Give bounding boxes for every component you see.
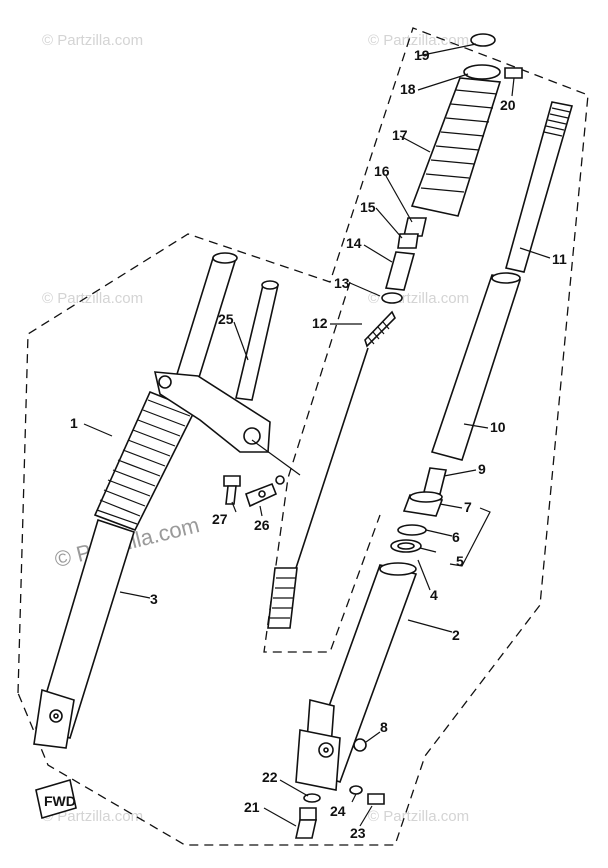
callout-5: 5 — [456, 553, 464, 569]
callout-19: 19 — [414, 47, 430, 63]
ring-6 — [397, 524, 427, 536]
spacer-tube-10 — [430, 272, 522, 461]
callout-11: 11 — [552, 251, 567, 267]
collar-15 — [397, 233, 419, 249]
fwd-label: FWD — [44, 793, 76, 809]
callout-21: 21 — [244, 799, 260, 815]
watermark: © Partzilla.com — [42, 290, 144, 307]
callout-23: 23 — [350, 825, 366, 841]
left-fork-dashed-outline — [17, 27, 589, 846]
screw-23 — [367, 793, 385, 805]
damper-rod — [295, 347, 369, 569]
damper-lower-spring — [267, 567, 298, 629]
callout-16: 16 — [374, 163, 390, 179]
callout-20: 20 — [500, 97, 516, 113]
callout-18: 18 — [400, 81, 416, 97]
lock-washer — [244, 482, 278, 508]
seal-4 — [390, 539, 422, 553]
callout-17: 17 — [392, 127, 408, 143]
callout-25: 25 — [218, 311, 234, 327]
callout-22: 22 — [262, 769, 278, 785]
callout-9: 9 — [478, 461, 486, 477]
watermark: © Partzilla.com — [42, 808, 144, 825]
drain-screw-8 — [353, 738, 367, 752]
callout-3: 3 — [150, 591, 158, 607]
inner-tube-11 — [505, 101, 574, 273]
watermark: © Partzilla.com — [368, 32, 470, 49]
cylinder-9 — [423, 467, 447, 495]
left-outer-tube — [33, 518, 135, 749]
bracket-guide-line — [251, 439, 301, 476]
callout-7: 7 — [464, 499, 472, 515]
callout-15: 15 — [360, 199, 376, 215]
callout-2: 2 — [452, 627, 460, 643]
callout-4: 4 — [430, 587, 438, 603]
rebound-spring — [364, 310, 396, 348]
left-fork-boot — [93, 390, 197, 532]
callout-10: 10 — [490, 419, 506, 435]
sleeve-14 — [384, 251, 416, 291]
pinch-bolt — [223, 475, 241, 505]
callout-1: 1 — [70, 415, 78, 431]
callout-26: 26 — [254, 517, 270, 533]
outer-tube-2 — [295, 562, 418, 791]
piston-7 — [402, 491, 444, 517]
leader-lines — [83, 43, 551, 827]
steering-stem-bracket — [153, 280, 280, 453]
boot-17 — [410, 77, 502, 217]
damper-dashed-outline — [263, 281, 381, 653]
washer-24 — [349, 785, 363, 795]
callout-13: 13 — [334, 275, 350, 291]
fwd-arrow-marker: FWD — [35, 778, 77, 820]
seal-ring-18 — [463, 64, 501, 80]
callout-6: 6 — [452, 529, 460, 545]
watermark: © Partzilla.com — [42, 32, 144, 49]
band-16 — [403, 217, 427, 237]
bolt-21 — [295, 807, 317, 839]
ring-13 — [381, 292, 403, 304]
callout-14: 14 — [346, 235, 362, 251]
clamp-screw-20 — [504, 67, 523, 79]
cap-19 — [470, 33, 496, 47]
watermark: © Partzilla.com — [368, 808, 470, 825]
callout-27: 27 — [212, 511, 228, 527]
callout-24: 24 — [330, 803, 346, 819]
callout-12: 12 — [312, 315, 328, 331]
small-washer — [275, 475, 285, 485]
callout-8: 8 — [380, 719, 388, 735]
